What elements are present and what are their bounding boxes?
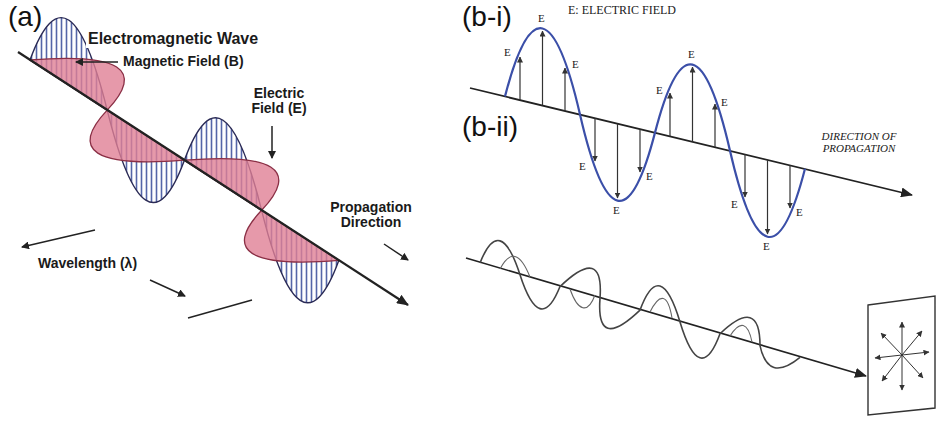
vector-label: E xyxy=(645,170,654,182)
electric-field-wave xyxy=(505,28,805,237)
figure-heading: Electromagnetic Wave xyxy=(86,30,260,48)
vector-label: E xyxy=(612,204,621,216)
vector-label: E xyxy=(578,160,587,172)
field-vector xyxy=(767,160,768,234)
field-vector xyxy=(881,333,902,355)
field-vector xyxy=(639,129,640,172)
leader-arrow xyxy=(76,61,118,63)
leader-arrow xyxy=(384,244,408,260)
vector-label: E xyxy=(730,198,739,210)
field-vector xyxy=(564,68,565,111)
panel-label: (a) xyxy=(8,2,42,33)
panel-label: (b-i) xyxy=(462,2,512,33)
vector-label: E xyxy=(687,48,696,60)
field-vector xyxy=(902,331,922,355)
field-vector xyxy=(875,355,902,358)
electric-lobe xyxy=(184,159,278,211)
field-vector xyxy=(594,118,595,161)
field-vector xyxy=(744,154,745,197)
unpolarized-wave xyxy=(500,256,752,342)
field-vector xyxy=(789,165,790,208)
unpolarized-wave xyxy=(480,241,800,368)
vector-label: E xyxy=(762,240,771,252)
field-vector xyxy=(542,31,543,105)
panel-label: (b-ii) xyxy=(462,112,518,143)
polarization-screen xyxy=(868,296,935,415)
field-vector xyxy=(882,355,902,381)
vector-label: E xyxy=(503,46,512,58)
direction-label: Propagation Direction xyxy=(318,200,424,231)
field-vector xyxy=(902,322,903,355)
leader-arrow xyxy=(150,280,185,296)
field-vector xyxy=(617,124,618,199)
vector-label: E xyxy=(537,12,546,24)
propagation-axis xyxy=(470,88,912,195)
screen-panel xyxy=(868,296,935,415)
field-vector xyxy=(902,355,903,390)
field-vector xyxy=(692,67,693,142)
wavelength-marker xyxy=(22,230,95,247)
electric-lobe xyxy=(90,110,184,162)
field-vector xyxy=(902,355,923,378)
propagation-axis xyxy=(466,258,866,376)
propagation-axis xyxy=(18,52,408,305)
field-vector xyxy=(669,93,670,136)
field-vectors xyxy=(520,31,790,234)
direction-label: DIRECTION OF PROPAGATION xyxy=(808,130,910,154)
leader-arrow xyxy=(271,126,273,158)
wavelength-marker xyxy=(188,300,252,318)
vector-label: E xyxy=(571,58,580,70)
vector-label: E xyxy=(655,84,664,96)
electric-lobe xyxy=(30,58,124,110)
wavelength-label: Wavelength (λ) xyxy=(36,256,139,271)
field-vector xyxy=(519,57,520,100)
field-label: Magnetic Field (B) xyxy=(121,54,246,69)
field-vector xyxy=(902,352,929,355)
figure-heading: E: ELECTRIC FIELD xyxy=(568,4,676,17)
vector-label: E xyxy=(795,206,804,218)
vector-label: E xyxy=(720,96,729,108)
field-label: Electric Field (E) xyxy=(240,86,318,117)
field-vector xyxy=(714,104,715,147)
